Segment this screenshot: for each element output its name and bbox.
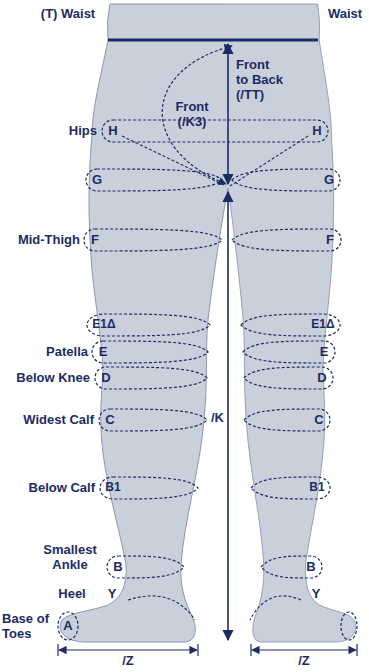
circumference-ring [86,169,222,191]
measure-letter: E1Δ [92,318,115,332]
measure-letter: E1Δ [311,318,334,332]
hip-diagonal [230,136,308,186]
measure-label: Below Calf [29,481,95,496]
measure-letter: C [105,413,114,428]
measure-label: Heel [58,587,85,602]
heel-arc [250,596,301,620]
measure-letter: B1 [309,481,324,495]
circumference-ring [84,229,222,251]
measure-label: Front (/K3) [170,100,214,130]
measure-label: Waist [328,7,362,22]
heel-arc [128,596,195,620]
dimension-label: /Z [298,654,310,669]
measure-letter: F [91,233,99,248]
measure-letter: F [326,233,334,248]
circumference-ring [87,314,210,336]
foot-length-arrow [58,644,357,656]
waist-line [108,39,318,42]
measure-letter: B [306,560,315,575]
measure-letter: H [312,124,321,139]
measure-letter: D [317,371,326,386]
circumference-ring [232,229,341,251]
measure-label: Hips [69,124,97,139]
circumference-ring [244,367,333,389]
measure-letter: Y [108,587,117,602]
measure-letter: B1 [105,481,120,495]
circumference-ring [95,367,207,389]
leg-silhouette [60,4,356,642]
measure-letter: D [101,371,110,386]
measure-label: Front to Back (/TT) [236,58,284,103]
toe-ellipse [58,612,78,640]
measure-letter: Y [312,587,321,602]
front-to-back-arrow [227,44,229,184]
circumference-ring [107,556,184,578]
circumference-ring [100,477,198,499]
measure-label: Base of Toes [2,612,58,642]
measure-letter: C [314,413,323,428]
dimension-label: /Z [122,654,134,669]
front-arc [162,46,232,184]
circumference-ring [243,341,335,363]
measure-letter: E [99,345,108,360]
circumference-ring [244,409,330,431]
measure-label: Below Knee [16,371,90,386]
circumference-rings [84,120,341,578]
measure-letter: H [108,124,117,139]
circumference-ring [99,409,207,431]
length-arrow [227,192,229,640]
measure-letter: G [324,173,334,188]
measure-label: Patella [46,345,88,360]
measure-label: (T) Waist [41,7,95,22]
circumference-ring [92,341,208,363]
circumference-ring [241,314,340,336]
measure-letter: G [92,173,102,188]
measure-label: Widest Calf [23,413,94,428]
toe-ellipse [341,612,357,640]
circumference-ring [261,556,322,578]
measure-label: Smallest Ankle [38,543,102,573]
measure-label: Mid-Thigh [18,233,80,248]
measure-letter: A [63,619,72,634]
hip-diagonal [122,136,226,186]
dimension-label: /K [211,411,224,426]
circumference-ring [102,120,328,142]
circumference-ring [251,477,330,499]
measure-letter: B [113,560,122,575]
circumference-ring [232,169,340,191]
measure-letter: E [320,345,329,360]
